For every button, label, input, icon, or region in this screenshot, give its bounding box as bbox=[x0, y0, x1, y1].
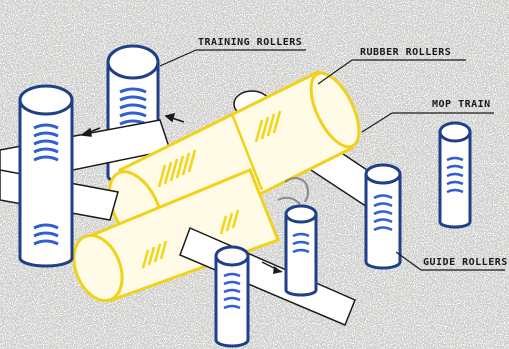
label-rubber-rollers: RUBBER ROLLERS bbox=[360, 47, 451, 58]
label-training-rollers: TRAINING ROLLERS bbox=[198, 37, 302, 48]
label-guide-rollers: GUIDE ROLLERS bbox=[423, 257, 508, 268]
post-front-right bbox=[366, 165, 400, 268]
post-front-bottom bbox=[216, 247, 248, 346]
post-back-right-guide-roller bbox=[440, 123, 470, 227]
label-mop-train: MOP TRAIN bbox=[432, 99, 491, 110]
post-front-left bbox=[20, 86, 72, 266]
post-front-center bbox=[286, 206, 316, 295]
